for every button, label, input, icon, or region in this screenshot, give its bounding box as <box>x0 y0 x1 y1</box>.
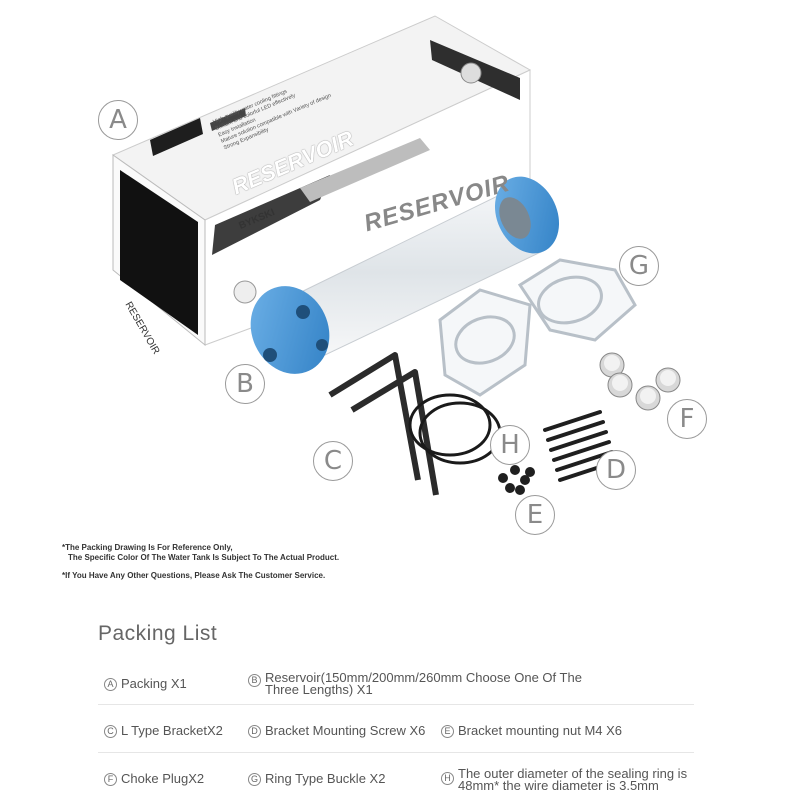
packing-box <box>111 15 532 347</box>
note-color: The Specific Color Of The Water Tank Is … <box>68 553 340 562</box>
callout-h: H <box>490 425 530 465</box>
reservoir-tube <box>250 176 560 374</box>
l-brackets <box>328 352 439 496</box>
packing-list-title: Packing List <box>98 622 218 645</box>
packing-row <box>98 660 694 705</box>
choke-plugs <box>599 352 681 411</box>
product-scene: RESERVOIR RESERVOIR RESERVOIR BYKSKI Hig… <box>98 15 707 535</box>
callout-a: A <box>98 100 138 140</box>
note-reference: *The Packing Drawing Is For Reference On… <box>62 543 233 552</box>
packing-item-e: E Bracket mounting nut M4 X6 <box>441 723 623 738</box>
item-text: The outer diameter of the sealing ring i… <box>458 766 688 793</box>
item-letter-badge: E <box>441 725 454 738</box>
item-text: Reservoir(150mm/200mm/260mm Choose One O… <box>265 670 582 697</box>
packing-item-g: G Ring Type Buckle X2 <box>248 771 386 786</box>
packing-item-b: B Reservoir(150mm/200mm/260mm Choose One… <box>248 670 608 697</box>
callout-f: F <box>667 399 707 439</box>
packing-row <box>98 704 694 753</box>
item-letter-badge: D <box>248 725 261 738</box>
item-letter-badge: B <box>248 674 261 687</box>
item-text: Ring Type Buckle X2 <box>265 771 386 786</box>
note-service: *If You Have Any Other Questions, Please… <box>62 571 326 580</box>
item-text: Packing X1 <box>121 676 187 691</box>
callout-c: C <box>313 441 353 481</box>
callout-b: B <box>225 364 265 404</box>
item-letter-badge: C <box>104 725 117 738</box>
item-letter-badge: A <box>104 678 117 691</box>
item-letter-badge: F <box>104 773 117 786</box>
product-illustration <box>111 15 681 496</box>
ring-buckles <box>438 258 637 397</box>
mounting-nuts <box>498 465 535 495</box>
item-text: L Type BracketX2 <box>121 723 223 738</box>
packing-item-f: F Choke PlugX2 <box>104 771 205 786</box>
item-letter-badge: H <box>441 772 454 785</box>
packing-item-c: C L Type BracketX2 <box>104 723 223 738</box>
callout-d: D <box>596 450 636 490</box>
packing-item-a: A Packing X1 <box>104 676 187 691</box>
packing-item-d: D Bracket Mounting Screw X6 <box>248 723 426 738</box>
item-letter-badge: G <box>248 773 261 786</box>
callout-e: E <box>515 495 555 535</box>
item-text: Bracket Mounting Screw X6 <box>265 723 426 738</box>
callout-g: G <box>619 246 659 286</box>
packing-item-h: H The outer diameter of the sealing ring… <box>441 766 711 793</box>
item-text: Choke PlugX2 <box>121 771 205 786</box>
item-text: Bracket mounting nut M4 X6 <box>458 723 623 738</box>
